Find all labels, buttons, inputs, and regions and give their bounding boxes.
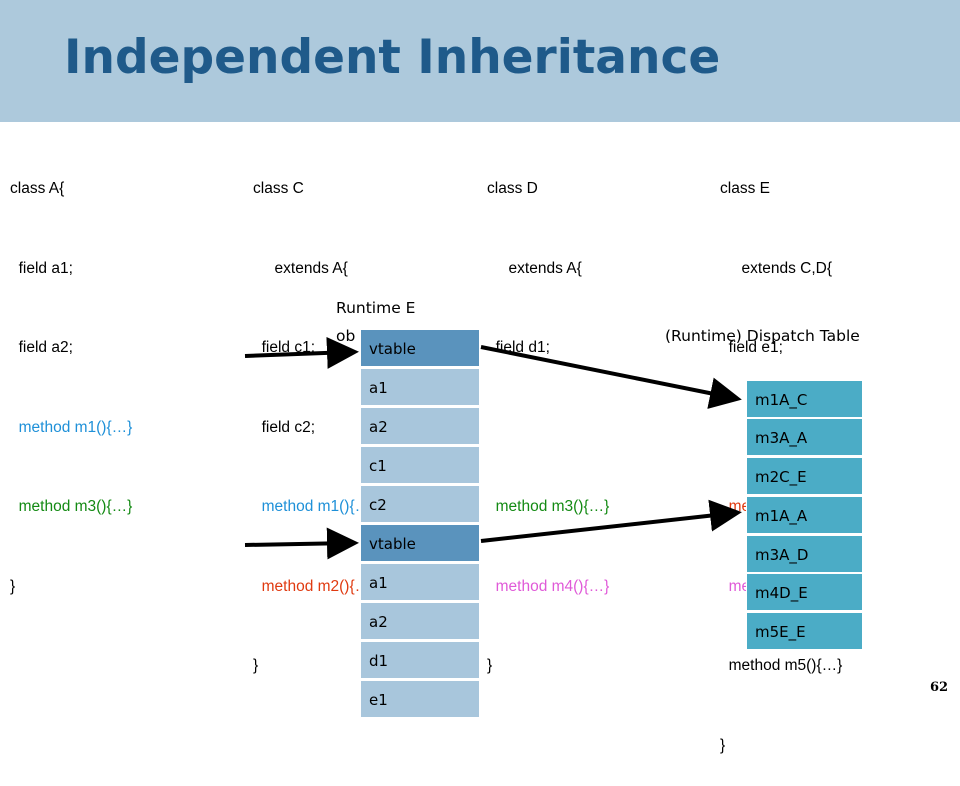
class-a-line: field a2; — [10, 339, 73, 356]
class-c-line: class C — [253, 180, 304, 197]
page-number: 62 — [930, 680, 949, 695]
title-band — [0, 0, 960, 122]
class-c-line: extends A{ — [253, 259, 348, 277]
dispatch-table-label: (Runtime) Dispatch Table — [665, 327, 860, 345]
object-cell-a1: a1 — [360, 368, 480, 406]
class-a-line: } — [10, 577, 16, 595]
class-a-line: class A{ — [10, 180, 65, 197]
class-d-code: class D extends A{ field d1; method m3()… — [487, 123, 609, 706]
dispatch-cell: m1A_C — [746, 380, 863, 418]
class-c-line: } — [253, 657, 259, 674]
class-d-line: method m4(){…} — [487, 577, 610, 595]
class-e-line: class E — [720, 180, 770, 197]
object-cell-c2: c2 — [360, 485, 480, 523]
class-d-line: class D — [487, 180, 538, 197]
object-cell-vtable: vtable — [360, 524, 480, 562]
class-c-line: field c2; — [253, 418, 316, 436]
vtable-arrow-bottom — [480, 499, 742, 543]
slide-title: Independent Inheritance — [64, 30, 721, 85]
class-d-line: extends A{ — [487, 259, 582, 277]
object-cell-e1: e1 — [360, 680, 480, 718]
dispatch-cell: m5E_E — [746, 612, 863, 650]
object-cell-a2: a2 — [360, 407, 480, 445]
object-cell-a2: a2 — [360, 602, 480, 640]
arrows-layer — [244, 336, 742, 560]
class-e-line: field e1; — [720, 339, 783, 356]
class-d-line: } — [487, 657, 493, 674]
dispatch-cell: m3A_D — [746, 535, 863, 573]
runtime-object-label: Runtime E — [336, 299, 416, 317]
object-cell-c1: c1 — [360, 446, 480, 484]
class-a-code: class A{ field a1; field a2; method m1()… — [10, 123, 132, 627]
object-cell-a1: a1 — [360, 563, 480, 601]
class-a-line: field a1; — [10, 259, 73, 277]
dispatch-cell: m2C_E — [746, 457, 863, 495]
pointer-arrow-top — [244, 336, 359, 369]
class-a-line: method m3(){…} — [10, 498, 133, 515]
pointer-arrow-bottom — [244, 527, 359, 560]
class-c-line: field c1; — [253, 339, 316, 356]
class-d-line: method m3(){…} — [487, 498, 610, 515]
vtable-arrow-top — [480, 345, 742, 409]
dispatch-cell: m4D_E — [746, 573, 863, 611]
class-a-line: method m1(){…} — [10, 418, 133, 436]
class-e-line: extends C,D{ — [720, 259, 832, 277]
object-cell-vtable: vtable — [360, 329, 480, 367]
object-cell-d1: d1 — [360, 641, 480, 679]
class-e-line: } — [720, 736, 726, 754]
dispatch-cell: m3A_A — [746, 418, 863, 456]
dispatch-cell: m1A_A — [746, 496, 863, 534]
class-e-line: method m5(){…} — [720, 657, 843, 674]
